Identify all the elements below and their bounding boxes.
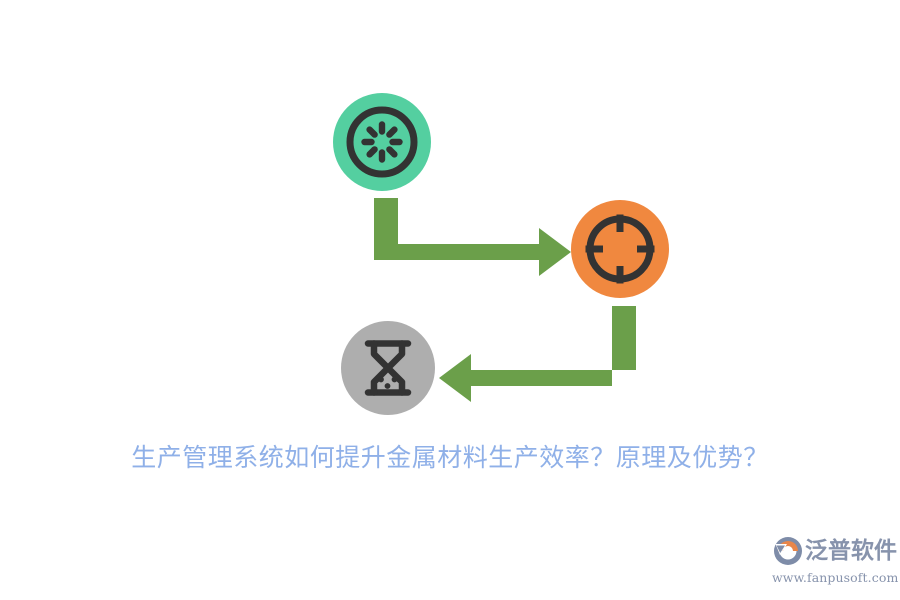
target-node-graphic	[571, 200, 669, 298]
spinner-icon	[346, 106, 418, 178]
fanpu-logo-mark-icon	[774, 537, 802, 565]
spinner-node-graphic	[333, 93, 431, 191]
brand-logo-row: 泛普软件	[772, 534, 897, 568]
diagram-node-target	[571, 200, 669, 298]
page-title: 生产管理系统如何提升金属材料生产效率？原理及优势？	[131, 443, 769, 472]
arrow-green-to-orange	[374, 198, 571, 276]
brand-url: www.fanpusoft.com	[772, 570, 899, 585]
brand-logo: 泛普软件 www.fanpusoft.com	[772, 534, 899, 590]
hourglass-node-graphic	[341, 321, 435, 415]
diagram-node-hourglass	[341, 321, 435, 415]
brand-wordmark: 泛普软件	[805, 538, 897, 564]
diagram-node-spinner	[333, 93, 431, 191]
target-crosshair-icon	[585, 214, 655, 284]
hourglass-sand-dots	[378, 376, 398, 389]
arrow-orange-to-gray	[439, 306, 636, 402]
hourglass-icon	[364, 340, 412, 396]
